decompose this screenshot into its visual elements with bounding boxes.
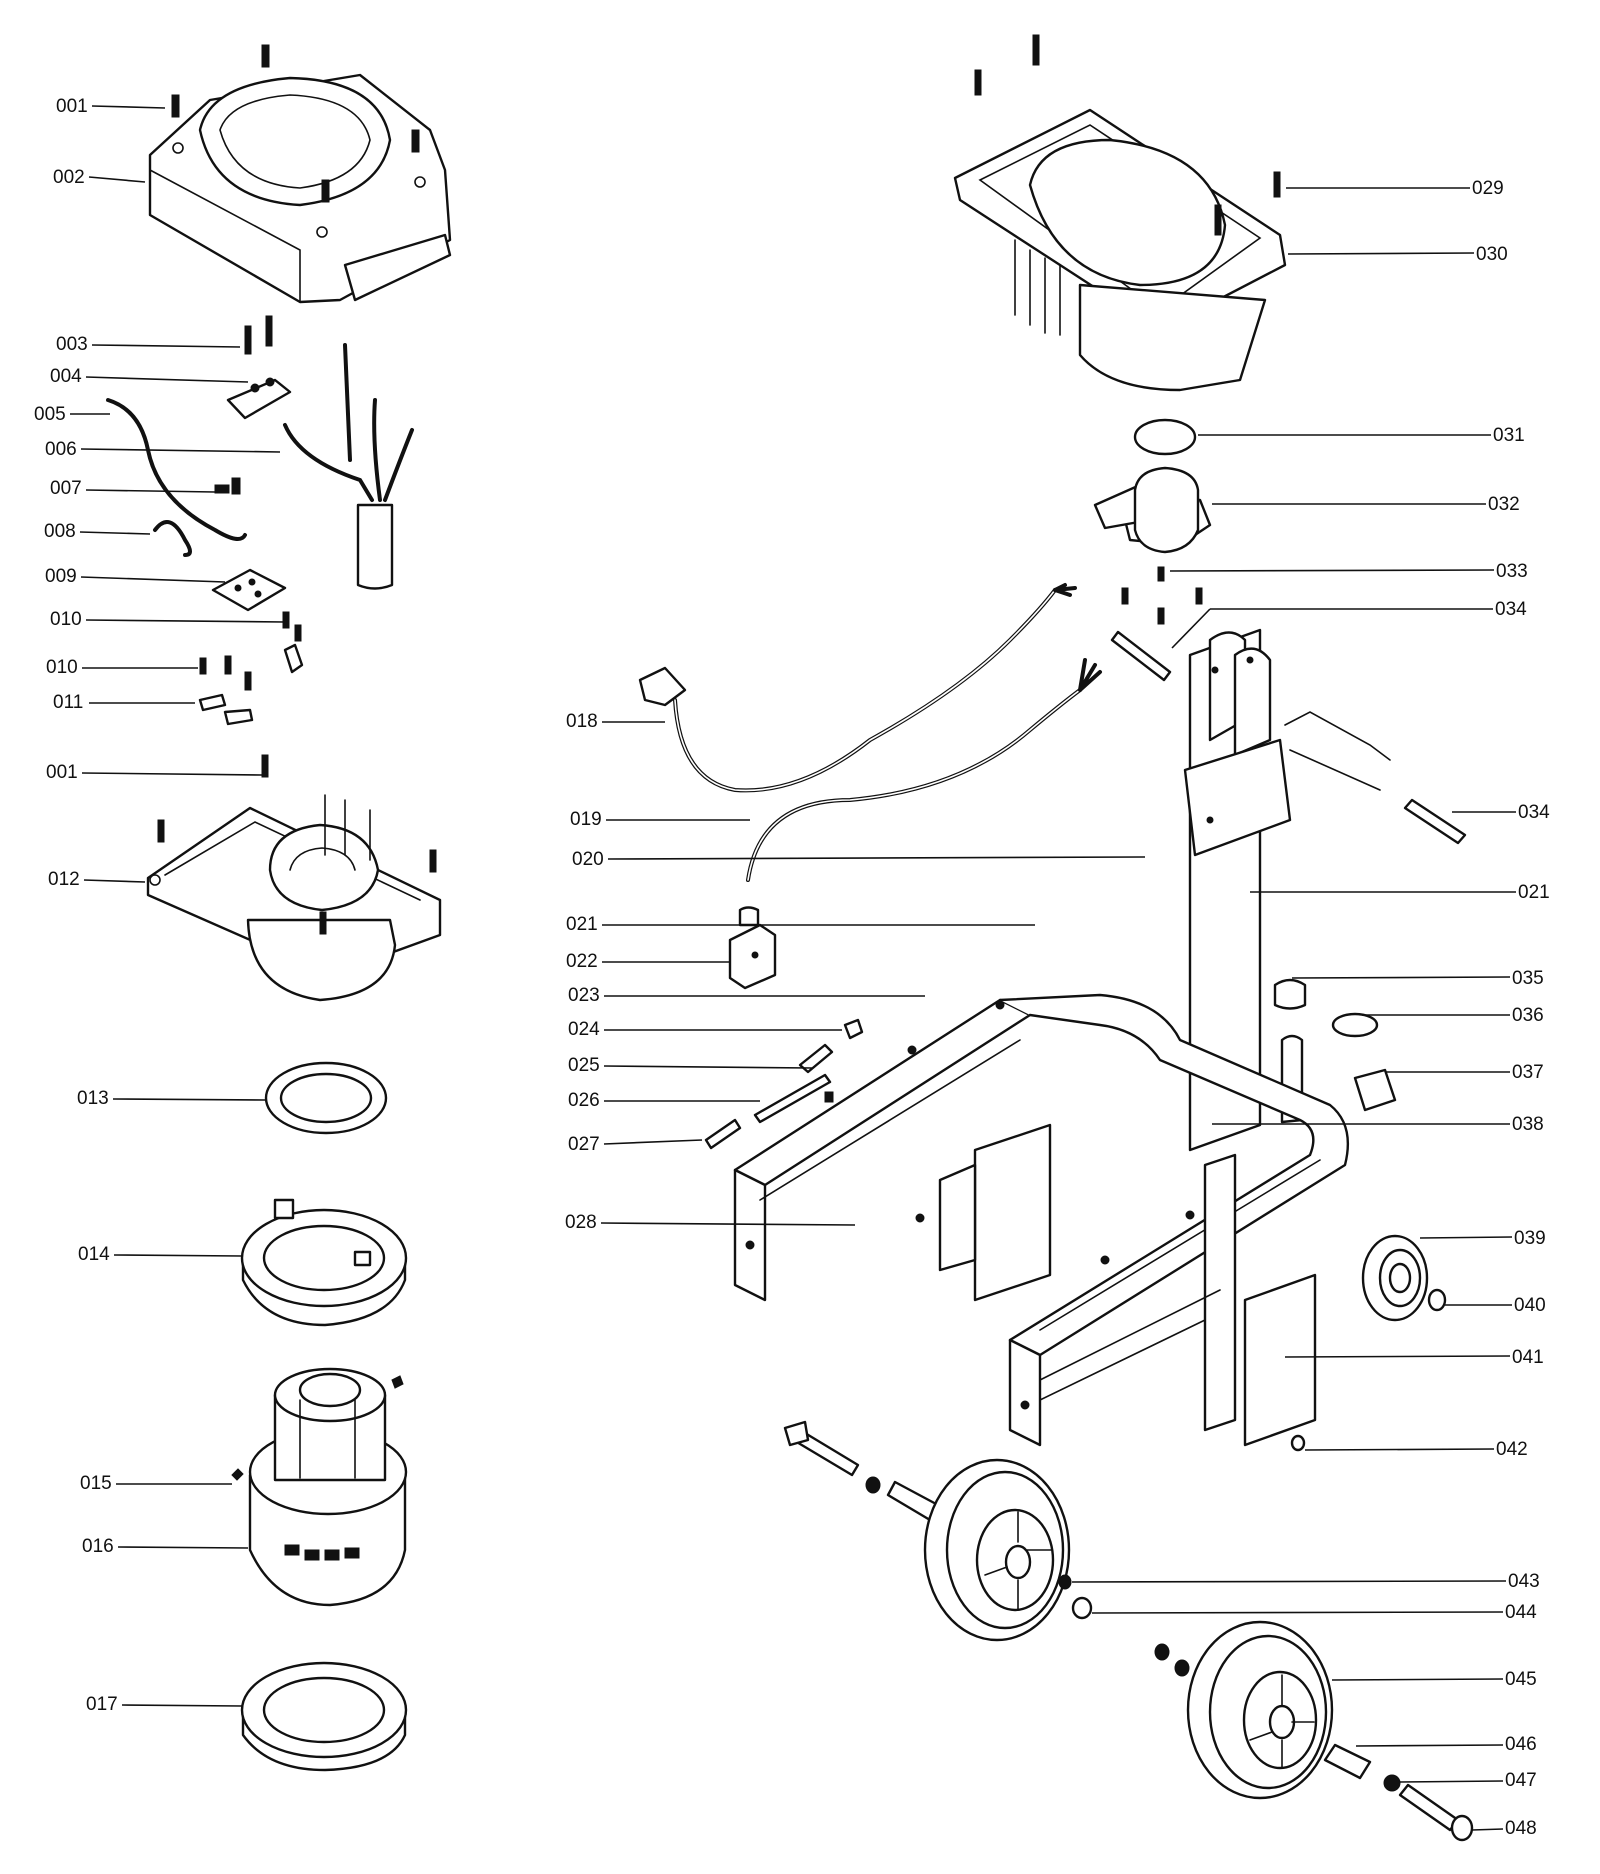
part-screws-pins	[1110, 566, 1467, 845]
part-power-cord	[638, 583, 1102, 882]
part-axle-bolt-right	[1323, 1743, 1474, 1842]
callout-010-b: 010	[46, 657, 78, 678]
callout-003: 003	[56, 334, 88, 355]
callout-004: 004	[50, 366, 82, 387]
callout-026: 026	[568, 1090, 600, 1111]
part-motor-housing	[146, 754, 442, 1002]
callout-021-b: 021	[1518, 882, 1550, 903]
callout-019: 019	[570, 809, 602, 830]
callout-042: 042	[1496, 1439, 1528, 1460]
part-washer	[1290, 1434, 1306, 1452]
callout-016: 016	[82, 1536, 114, 1557]
callout-024: 024	[568, 1019, 600, 1040]
callout-027: 027	[568, 1134, 600, 1155]
callout-046: 046	[1505, 1734, 1537, 1755]
callout-047: 047	[1505, 1770, 1537, 1791]
part-mounting-plate	[211, 568, 287, 612]
callout-020: 020	[572, 849, 604, 870]
callout-030: 030	[1476, 244, 1508, 265]
callout-038: 038	[1512, 1114, 1544, 1135]
callout-001-b: 001	[46, 762, 78, 783]
callout-040: 040	[1514, 1295, 1546, 1316]
callout-048: 048	[1505, 1818, 1537, 1839]
part-terminal-block	[226, 315, 292, 420]
callout-039: 039	[1514, 1228, 1546, 1249]
part-handle-column	[1183, 628, 1391, 1152]
callout-034-a: 034	[1495, 599, 1527, 620]
callout-044: 044	[1505, 1602, 1537, 1623]
part-small-hardware	[704, 1018, 864, 1150]
callout-005: 005	[34, 404, 66, 425]
callout-014: 014	[78, 1244, 110, 1265]
part-cable-bundle	[106, 343, 414, 590]
callout-017: 017	[86, 1694, 118, 1715]
callout-002: 002	[53, 167, 85, 188]
callout-028: 028	[565, 1212, 597, 1233]
callout-labels: 001 002 003 004 005 006 007 008 009 010 …	[34, 96, 1550, 1839]
callout-033: 033	[1496, 561, 1528, 582]
callout-029: 029	[1472, 178, 1504, 199]
callout-001: 001	[56, 96, 88, 117]
part-wheel-left	[923, 1458, 1093, 1642]
part-tank-top	[953, 34, 1287, 392]
part-wheel-right	[1154, 1620, 1334, 1800]
callout-008: 008	[44, 521, 76, 542]
part-frame	[733, 993, 1349, 1447]
callout-045: 045	[1505, 1669, 1537, 1690]
callout-023: 023	[568, 985, 600, 1006]
callout-025: 025	[568, 1055, 600, 1076]
part-top-cover	[148, 44, 452, 304]
callout-010-a: 010	[50, 609, 82, 630]
callout-022: 022	[566, 951, 598, 972]
callout-013: 013	[77, 1088, 109, 1109]
part-caster-wheel	[1361, 1234, 1447, 1322]
part-collar	[240, 1198, 408, 1327]
callout-009: 009	[45, 566, 77, 587]
callout-006: 006	[45, 439, 77, 460]
callout-036: 036	[1512, 1005, 1544, 1026]
part-gasket-ring	[264, 1061, 388, 1135]
part-axle-bolt-left	[783, 1420, 940, 1522]
callout-037: 037	[1512, 1062, 1544, 1083]
callout-035: 035	[1512, 968, 1544, 989]
callout-015: 015	[80, 1473, 112, 1494]
part-bottom-seal	[240, 1661, 408, 1772]
callout-007: 007	[50, 478, 82, 499]
part-float-valve	[1093, 466, 1212, 554]
part-o-ring	[1133, 418, 1197, 456]
callout-011: 011	[53, 692, 83, 713]
part-vacuum-motor	[231, 1367, 408, 1607]
callout-041: 041	[1512, 1347, 1544, 1368]
callout-032: 032	[1488, 494, 1520, 515]
callout-018: 018	[566, 711, 598, 732]
callout-043: 043	[1508, 1571, 1540, 1592]
part-small-fasteners	[198, 611, 304, 726]
callout-034-b: 034	[1518, 802, 1550, 823]
callout-012: 012	[48, 869, 80, 890]
callout-021-a: 021	[566, 914, 598, 935]
callout-031: 031	[1493, 425, 1525, 446]
part-switch	[728, 906, 777, 990]
